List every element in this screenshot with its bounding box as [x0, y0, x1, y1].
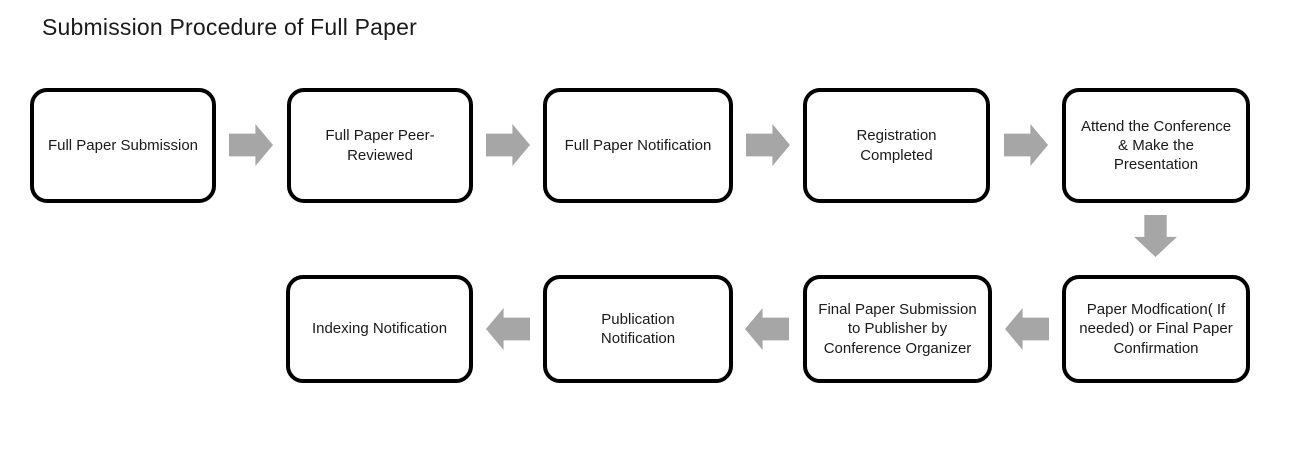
arrow-left-icon [1005, 308, 1049, 350]
arrow-down-icon [1134, 215, 1177, 257]
arrow-right-icon [229, 124, 273, 166]
flow-step-final-paper-submission: Final Paper Submission to Publisher by C… [803, 275, 992, 383]
flow-step-label: Full Paper Submission [47, 136, 199, 154]
flow-step-label: Paper Modfication( If needed) or Final P… [1079, 301, 1233, 357]
flow-step-attend-conference: Attend the Conference & Make the Present… [1062, 88, 1250, 203]
flow-step-label: Registration Completed [856, 127, 937, 164]
flow-step-indexing-notification: Indexing Notification [286, 275, 473, 383]
arrow-left-icon [745, 308, 789, 350]
flow-step-publication-notification: Publication Notification [543, 275, 733, 383]
flow-step-label: Attend the Conference & Make the Present… [1080, 117, 1232, 174]
arrow-left-icon [486, 308, 530, 350]
flow-step-label: Full Paper Peer- Reviewed [325, 127, 435, 164]
arrow-right-icon [486, 124, 530, 166]
flow-step-label: Publication Notification [600, 310, 676, 347]
flow-step-label: Final Paper Submission to Publisher by C… [818, 301, 977, 357]
diagram-title: Submission Procedure of Full Paper [42, 14, 417, 40]
flow-step-full-paper-notification: Full Paper Notification [543, 88, 733, 203]
flow-step-registration-completed: Registration Completed [803, 88, 990, 203]
arrow-right-icon [1004, 124, 1048, 166]
flow-step-peer-reviewed: Full Paper Peer- Reviewed [287, 88, 473, 203]
flow-step-label: Indexing Notification [311, 320, 448, 338]
flow-step-paper-modification: Paper Modfication( If needed) or Final P… [1062, 275, 1250, 383]
flow-step-full-paper-submission: Full Paper Submission [30, 88, 216, 203]
arrow-right-icon [746, 124, 790, 166]
flow-step-label: Full Paper Notification [564, 136, 712, 154]
